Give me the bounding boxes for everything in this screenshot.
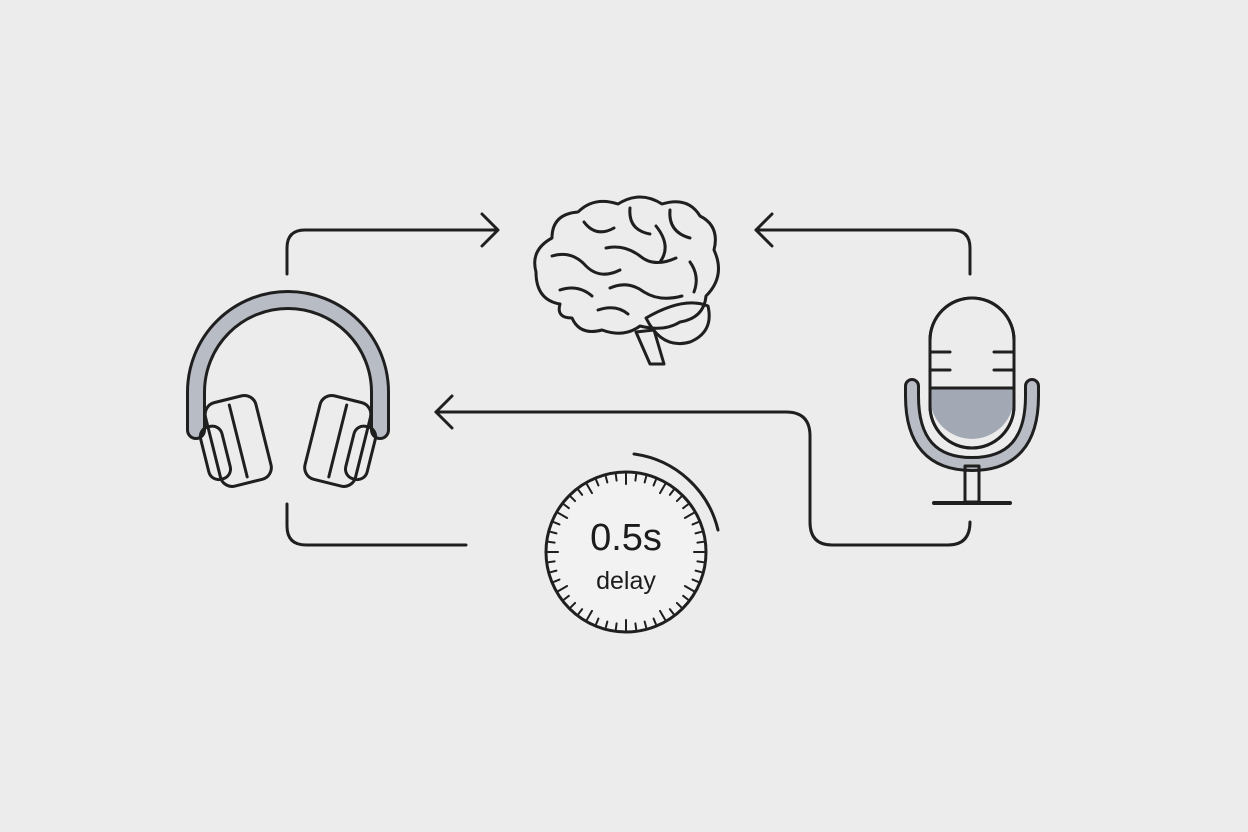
timer-tick [683, 585, 695, 592]
timer-tick [691, 521, 700, 526]
timer-tick [696, 540, 705, 544]
timer-label: delay [596, 567, 656, 595]
timer-tick [577, 489, 584, 496]
connector-microphone-to-headphones-delayed [434, 394, 972, 547]
timer-tick [604, 620, 609, 629]
timer-tick [557, 512, 569, 519]
timer-value: 0.5s [590, 517, 662, 559]
timer-tick [683, 512, 695, 519]
timer-tick-marks [547, 473, 705, 631]
connector-microphone-to-brain [754, 212, 972, 276]
timer-tick [569, 601, 577, 609]
timer-tick [552, 578, 561, 583]
timer-tick [563, 594, 570, 601]
timer-tick [682, 594, 689, 601]
timer-tick [691, 578, 700, 583]
timer-tick [604, 475, 609, 484]
timer-tick [595, 478, 600, 487]
timer-tick [634, 473, 638, 482]
timer-tick [563, 503, 570, 510]
microphone-icon [904, 296, 1040, 505]
timer-tick [668, 608, 675, 615]
timer-tick [652, 478, 657, 487]
timer-tick [549, 569, 558, 574]
connector-headphones-to-brain [285, 212, 500, 276]
connector-headphones-to-timer [285, 502, 468, 547]
brain-icon [533, 195, 720, 366]
timer-tick [643, 475, 648, 484]
timer-tick [586, 483, 593, 495]
timer-tick [557, 585, 569, 592]
timer-tick [586, 609, 593, 621]
timer-tick [652, 617, 657, 626]
timer-tick [547, 560, 556, 564]
timer-tick [614, 473, 618, 482]
timer-tick [547, 540, 556, 544]
timer-tick [694, 569, 703, 574]
stopwatch-icon [544, 452, 720, 634]
timer-tick [659, 609, 666, 621]
timer-tick [682, 503, 689, 510]
timer-tick [569, 495, 577, 503]
timer-tick [659, 483, 666, 495]
timer-tick [549, 530, 558, 535]
timer-tick [595, 617, 600, 626]
timer-tick [668, 489, 675, 496]
timer-tick [634, 622, 638, 631]
timer-tick [614, 622, 618, 631]
timer-tick [675, 495, 683, 503]
timer-tick [552, 521, 561, 526]
timer-tick [694, 530, 703, 535]
timer-tick [577, 608, 584, 615]
headphones-icon [186, 290, 390, 488]
timer-tick [643, 620, 648, 629]
timer-tick [675, 601, 683, 609]
timer-tick [696, 560, 705, 564]
